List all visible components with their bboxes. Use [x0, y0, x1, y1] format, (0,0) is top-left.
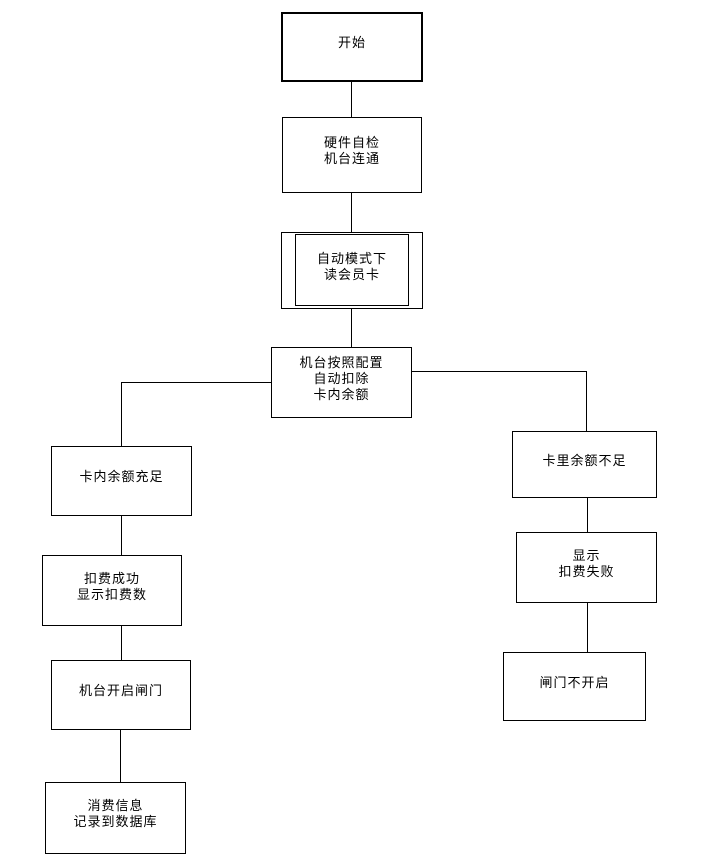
connector-hardware-to-readcard [351, 193, 352, 232]
connector-deduct-to-enough-horizontal [121, 382, 271, 383]
node-label-line: 读会员卡 [323, 267, 380, 283]
connector-deduct-to-enough-vertical [121, 382, 122, 446]
connector-success-to-opengate [121, 626, 122, 660]
flow-node-read-card: 自动模式下 读会员卡 [281, 232, 423, 309]
connector-readcard-to-deduct [351, 309, 352, 347]
connector-enough-to-success [121, 516, 122, 555]
node-label-line: 扣费成功 [83, 571, 140, 587]
node-label-line: 记录到数据库 [73, 815, 158, 830]
node-label-line: 消费信息 [87, 799, 144, 814]
node-label-line: 自动模式下 [316, 251, 387, 267]
node-label-line: 显示 [572, 548, 601, 564]
flow-node-record-db: 消费信息 记录到数据库 [45, 782, 186, 854]
node-label-line: 扣费失败 [558, 564, 615, 580]
connector-deduct-to-insufficient-vertical [586, 371, 587, 431]
node-label-line: 机台开启闸门 [78, 684, 163, 699]
node-label-line: 硬件自检 [323, 136, 380, 151]
connector-showfail-to-gatenotopen [587, 603, 588, 652]
node-label-line: 显示扣费数 [76, 587, 147, 603]
flow-node-balance-enough: 卡内余额充足 [51, 446, 192, 516]
node-label-line: 机台按照配置 [299, 355, 384, 371]
node-label-line: 开始 [337, 36, 366, 51]
connector-deduct-to-insufficient-horizontal [412, 371, 586, 372]
connector-opengate-to-record [120, 730, 121, 782]
node-label-line: 机台连通 [323, 152, 380, 167]
node-label-line: 卡内余额充足 [79, 470, 164, 485]
flow-node-hardware-check: 硬件自检 机台连通 [282, 117, 422, 193]
node-label-line: 闸门不开启 [539, 675, 610, 691]
flow-node-gate-not-open: 闸门不开启 [503, 652, 646, 721]
flow-node-auto-deduct: 机台按照配置 自动扣除 卡内余额 [271, 347, 412, 418]
flow-node-balance-insufficient: 卡里余额不足 [512, 431, 657, 498]
connector-start-to-hardware [351, 82, 352, 117]
node-label-line: 卡内余额 [313, 387, 370, 403]
flow-node-start: 开始 [281, 12, 423, 82]
connector-insufficient-to-showfail [587, 498, 588, 532]
flow-node-deduct-success: 扣费成功 显示扣费数 [42, 555, 182, 626]
flow-node-open-gate: 机台开启闸门 [51, 660, 191, 730]
flow-node-show-fail: 显示 扣费失败 [516, 532, 657, 603]
node-label-line: 自动扣除 [313, 371, 370, 387]
node-label-line: 卡里余额不足 [542, 453, 627, 469]
